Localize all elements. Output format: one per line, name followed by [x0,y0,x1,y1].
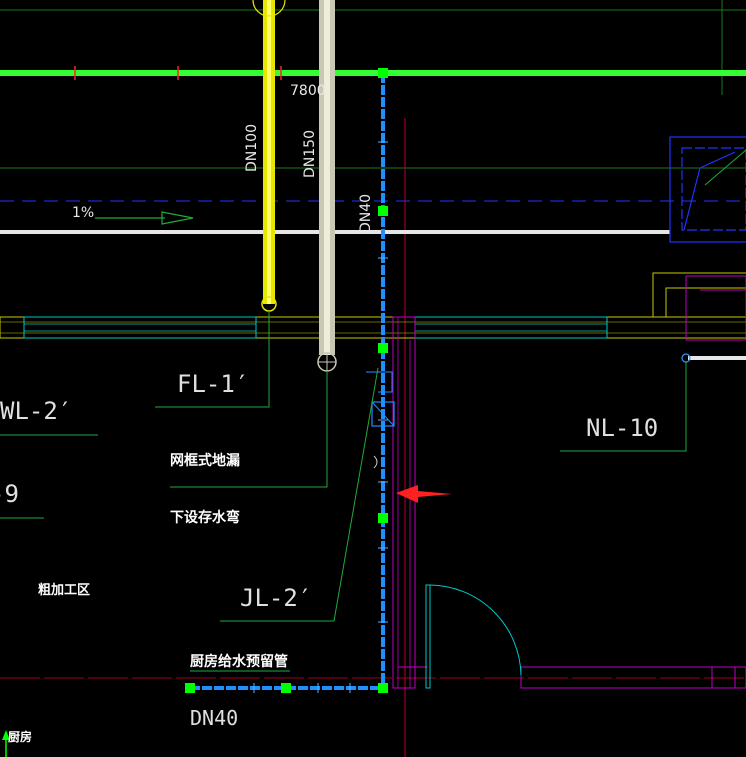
window-left [23,316,257,339]
riser-label-wl2: WL-2′ [0,397,72,425]
dn40-vertical-label: DN40 [358,194,374,233]
leader-floor-drain [170,371,328,488]
selection-grips[interactable] [185,68,388,693]
note-floor-drain: 网框式地漏 [170,452,240,469]
blue-pipe-ticks [253,141,388,693]
magenta-column [685,275,746,341]
dn40-bottom-label: DN40 [190,706,238,730]
magenta-pillar [392,316,416,689]
equipment-box-symbol [683,151,736,231]
equipment-box-outer [669,136,746,243]
leader-jl2 [220,367,379,622]
magenta-wall-bottom-right [520,666,746,689]
riser-label-jl2: JL-2′ [240,584,312,612]
trap-symbol [373,455,378,469]
note-kitchen: 厨房 [8,729,32,744]
door-swing-arc [429,584,522,676]
white-drain-pipe-right[interactable] [688,356,746,360]
riser-label-fl1: FL-1′ [177,370,249,398]
leader-fl1 [155,311,270,408]
kitchen-marker-arrow [2,730,10,740]
note-kitchen-supply: 厨房给水预留管 [190,653,288,670]
equipment-box-inner [681,147,746,231]
door-leaf [425,584,431,689]
main-green-pipe[interactable] [0,70,746,76]
window-right [414,316,608,339]
valve-symbol-diag [371,401,395,427]
riser-label-nl10: NL-10 [586,414,658,442]
slope-label: 1% [72,205,94,221]
red-pointer-arrow [396,485,452,503]
yellow-column-inner [665,287,746,317]
dimension-label: 7800 [290,83,326,99]
note-rough-processing: 粗加工区 [38,582,90,598]
yellow-pipe-dn100-core [267,0,271,304]
yellow-column-outline [652,272,746,317]
leader-nl10 [560,362,687,452]
grey-pipe-dn150-core [324,0,330,355]
slope-arrow-head [161,211,194,225]
note-water-trap: 下设存水弯 [170,509,240,526]
riser-symbol-box [366,371,393,393]
equipment-green-leader [704,149,746,186]
yellow-pipe-top-circle [252,0,286,17]
dn150-label: DN150 [302,130,318,178]
dn100-label: DN100 [244,124,260,172]
riser-label-9: -9 [0,480,19,508]
valve-symbol [371,401,395,427]
